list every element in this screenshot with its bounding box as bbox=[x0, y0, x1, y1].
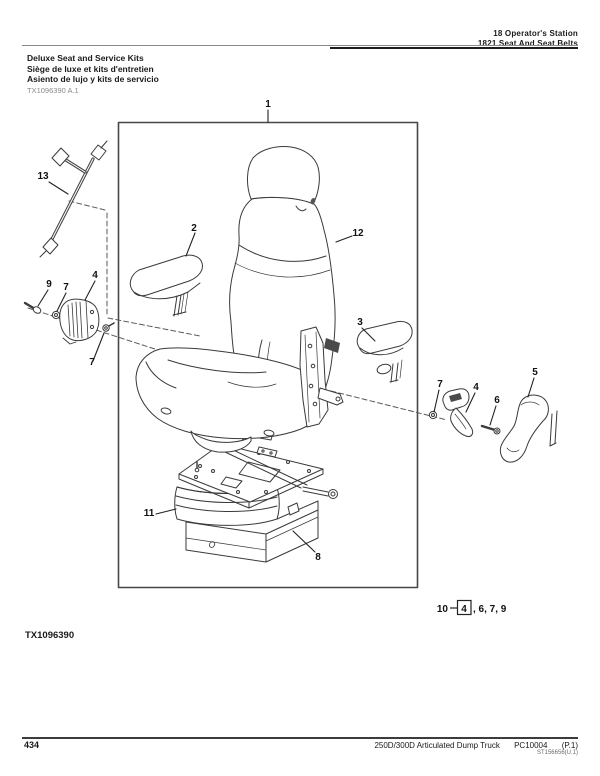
bolt-7-left bbox=[102, 322, 115, 332]
callout-3: 3 bbox=[357, 317, 363, 328]
callout-7-left-nut: 7 bbox=[63, 282, 69, 293]
buckle-4 bbox=[442, 388, 474, 437]
legend-other-refs: , 6, 7, 9 bbox=[473, 604, 507, 615]
legend-item: 10 bbox=[437, 604, 449, 615]
cover-5 bbox=[499, 394, 558, 463]
seat-cushion bbox=[135, 347, 325, 440]
adjust-handle bbox=[302, 486, 338, 499]
section-header: 18 Operator's Station 1821 Seat And Seat… bbox=[478, 29, 578, 48]
title-es: Asiento de lujo y kits de servicio bbox=[27, 74, 159, 84]
callout-1: 1 bbox=[265, 99, 271, 110]
callout-6: 6 bbox=[494, 395, 500, 406]
armrest-right bbox=[356, 320, 413, 383]
callout-4-left: 4 bbox=[92, 270, 98, 281]
footer-catalog: PC10004 bbox=[514, 741, 548, 750]
footer-page-ref: (P.1) bbox=[561, 741, 578, 750]
left-belt-parts bbox=[23, 298, 115, 345]
top-rule bbox=[22, 45, 578, 46]
right-belt-parts bbox=[428, 388, 558, 463]
section-line2: 1821 Seat And Seat Belts bbox=[477, 38, 578, 48]
callout-8: 8 bbox=[315, 552, 321, 563]
recliner-mechanism bbox=[299, 326, 344, 428]
washer-7-left bbox=[51, 310, 61, 320]
callout-5: 5 bbox=[532, 367, 538, 378]
wiring-harness bbox=[39, 140, 108, 258]
bolt-6 bbox=[480, 424, 501, 435]
suspension-box bbox=[185, 500, 319, 563]
callout-leaders bbox=[37, 109, 535, 553]
callout-11: 11 bbox=[144, 508, 155, 519]
page-number: 434 bbox=[24, 740, 40, 750]
footer-rule bbox=[22, 737, 578, 739]
section-line1: 18 Operator's Station bbox=[493, 29, 578, 38]
section-underline bbox=[330, 47, 578, 49]
callout-13: 13 bbox=[37, 171, 49, 182]
callout-7-left-bolt: 7 bbox=[89, 357, 95, 368]
figure-id: TX1096390 bbox=[25, 630, 75, 641]
screw-9 bbox=[23, 301, 42, 314]
page-title: Deluxe Seat and Service Kits Siège de lu… bbox=[27, 53, 159, 85]
callout-9: 9 bbox=[46, 279, 52, 290]
callout-2: 2 bbox=[191, 223, 197, 234]
print-code: ST156656(U.1) bbox=[536, 750, 578, 756]
legend: 10 4 , 6, 7, 9 bbox=[437, 599, 507, 616]
armrest-left bbox=[129, 254, 203, 317]
figure-reference: TX1096390 A.1 bbox=[27, 86, 79, 95]
base-plate bbox=[178, 435, 324, 509]
callout-7-right: 7 bbox=[437, 379, 443, 390]
callout-4-right: 4 bbox=[473, 382, 479, 393]
legend-boxed-ref: 4 bbox=[461, 604, 467, 615]
nut-7-right bbox=[428, 410, 438, 420]
footer-reference: 250D/300D Articulated Dump Truck PC10004… bbox=[374, 741, 578, 750]
footer-model: 250D/300D Articulated Dump Truck bbox=[374, 741, 500, 750]
headrest bbox=[247, 146, 320, 205]
retractor-4 bbox=[59, 298, 100, 345]
seat bbox=[129, 146, 413, 453]
title-fr: Siège de luxe et kits d'entretien bbox=[27, 63, 154, 74]
callout-12: 12 bbox=[352, 228, 364, 239]
title-en: Deluxe Seat and Service Kits bbox=[27, 53, 144, 63]
